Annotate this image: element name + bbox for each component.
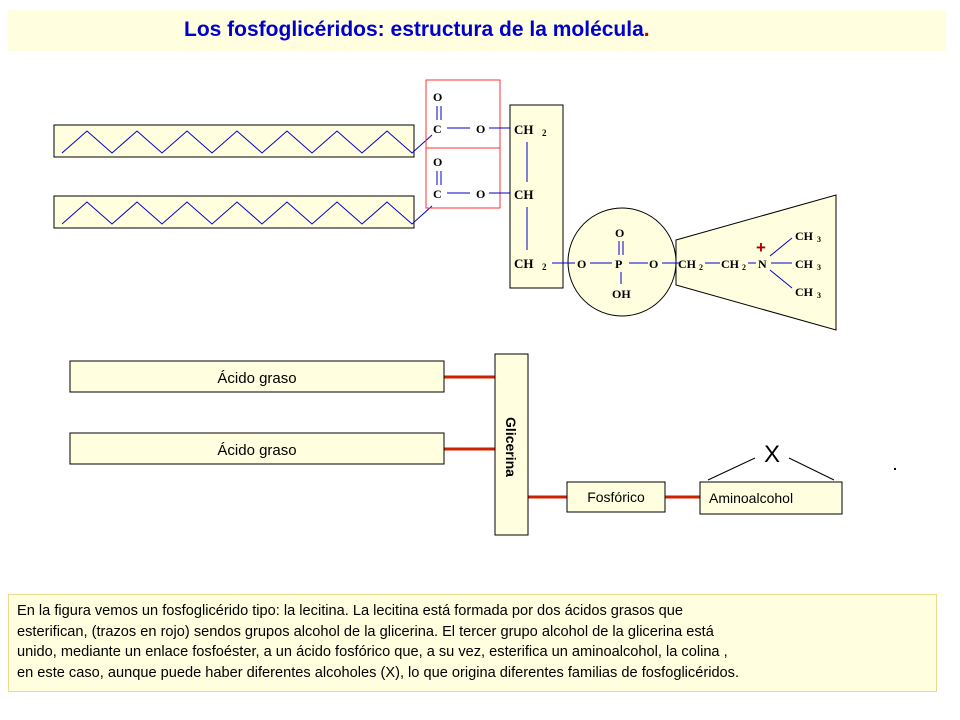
fatty-acid-label-1: Ácido graso <box>217 370 296 387</box>
ester1-o-top: O <box>433 90 442 104</box>
fatty-acid-box-1 <box>69 360 445 393</box>
caption-line: esterifican, (trazos en rojo) sendos gru… <box>17 623 714 640</box>
choline-ch3-bottom: CH <box>795 285 814 299</box>
fatty-acid-box-2 <box>69 432 445 465</box>
choline-group: CH 2 CH 2 + N CH 3 CH 3 CH 3 <box>662 194 837 331</box>
aminoalcohol-label: Aminoalcohol <box>709 490 793 506</box>
title-dot: . <box>643 18 650 41</box>
x-arrow-left <box>707 457 756 481</box>
stray-dot <box>894 468 896 470</box>
choline-ch2b: CH <box>721 257 740 271</box>
ester1-o: O <box>476 122 485 136</box>
ester2-o: O <box>476 187 485 201</box>
phosphate-oh: OH <box>612 287 631 301</box>
caption-box: En la figura vemos un fosfoglicérido tip… <box>8 594 937 692</box>
glycerol-sub-top: 2 <box>542 128 547 138</box>
fatty-acid-label-2: Ácido graso <box>217 442 296 459</box>
fatty-acid-chain-1 <box>53 124 433 158</box>
choline-charge: + <box>756 238 766 257</box>
choline-sub-bottom: 3 <box>817 291 821 300</box>
choline-sub-a: 2 <box>699 263 703 272</box>
page-title: Los fosfoglicéridos: estructura de la mo… <box>184 18 650 42</box>
x-arrow-right <box>788 457 835 481</box>
glycerol-ch2-bottom: CH <box>514 256 534 271</box>
ester2-c: C <box>433 187 442 201</box>
choline-ch2a: CH <box>678 257 697 271</box>
choline-n: N <box>758 257 767 271</box>
glycerol-sub-bottom: 2 <box>542 262 547 272</box>
fatty-acid-chain-2 <box>53 195 433 229</box>
ester2-o-top: O <box>433 155 442 169</box>
phosphate-p: P <box>615 257 622 271</box>
choline-sub-mid: 3 <box>817 263 821 272</box>
caption-line: en este caso, aunque puede haber diferen… <box>17 664 740 681</box>
choline-ch3-top: CH <box>795 229 814 243</box>
title-bar <box>8 10 946 51</box>
title-main-text: Los fosfoglicéridos: estructura de la mo… <box>184 18 644 41</box>
glycerol-label: Glicerina <box>503 417 519 477</box>
caption-line: unido, mediante un enlace fosfoéster, a … <box>17 644 728 660</box>
phosphate-o-right: O <box>649 257 658 271</box>
glycerol-backbone: CH 2 CH CH 2 <box>509 104 564 289</box>
phosphoric-box <box>566 481 666 513</box>
choline-sub-top: 3 <box>817 235 821 244</box>
caption-line: En la figura vemos un fosfoglicérido tip… <box>17 603 684 619</box>
phosphate-group: O P O O OH <box>552 207 677 317</box>
glycerol-ch2-top: CH <box>514 122 534 137</box>
x-label: X <box>764 441 780 468</box>
aminoalcohol-box <box>699 481 843 515</box>
ester-group-1: O C O <box>425 79 512 149</box>
glycerol-ch: CH <box>514 187 534 202</box>
ester1-c: C <box>433 122 442 136</box>
phosphate-o-left: O <box>577 257 586 271</box>
phosphoric-label: Fosfórico <box>587 489 645 505</box>
glycerol-box <box>494 353 529 536</box>
choline-ch3-mid: CH <box>795 257 814 271</box>
ester-group-2: O C O <box>425 147 512 209</box>
phosphate-o-top: O <box>615 226 624 240</box>
schema: Ácido graso Ácido graso Glicerina Fosfór… <box>69 353 896 536</box>
choline-sub-b: 2 <box>742 263 746 272</box>
